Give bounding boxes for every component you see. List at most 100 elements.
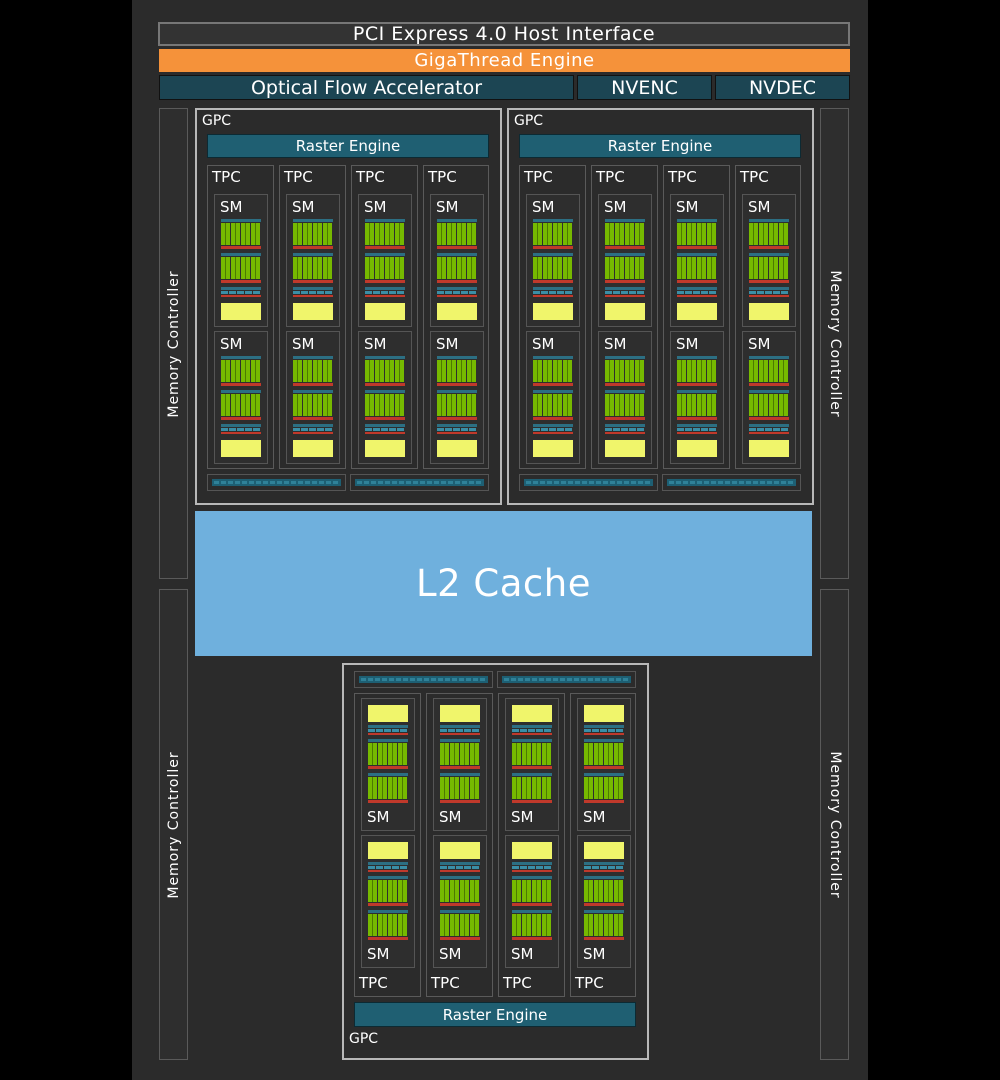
register-file [749,417,789,420]
sm-internals [440,842,480,940]
host-interface-label: PCI Express 4.0 Host Interface [352,23,656,45]
register-file [437,383,477,386]
sm-internals [221,219,261,320]
sm-unit: SM [670,331,724,464]
warp-scheduler [677,253,717,256]
warp-scheduler [533,390,573,393]
memory-controller-right-top: Memory Controller [820,108,849,579]
sm-label: SM [583,808,606,826]
memory-controller-label: Memory Controller [826,750,843,899]
gpc-label: GPC [349,1031,379,1047]
warp-scheduler [365,390,405,393]
sm-label: SM [676,335,699,353]
sm-internals [365,356,405,457]
tpc: TPC SM SM [591,165,658,469]
sm-label: SM [583,945,606,963]
l1-cache-block [677,440,717,457]
warp-scheduler [437,390,477,393]
sm-unit: SM [214,194,268,327]
l1-cache-block [584,705,624,722]
warp-scheduler [437,253,477,256]
sm-unit: SM [433,698,487,831]
register-file [512,903,552,906]
l1-cache-block [368,705,408,722]
sm-label: SM [367,808,390,826]
tpc-label: TPC [431,974,460,992]
sm-unit: SM [430,331,484,464]
sm-label: SM [364,335,387,353]
warp-scheduler [584,773,624,776]
register-file [293,280,333,283]
polymorph-engine-strip [519,474,658,491]
register-file [365,246,405,249]
warp-scheduler [512,773,552,776]
sm-unit: SM [505,698,559,831]
register-file [365,417,405,420]
register-file [605,280,645,283]
sm-unit: SM [286,331,340,464]
warp-scheduler [365,253,405,256]
tpc: TPC SM SM [519,165,586,469]
polymorph-engine-strip [350,474,489,491]
l1-cache-block [677,303,717,320]
register-file [437,417,477,420]
l1-cache-block [221,303,261,320]
tpc: SM SM TPC [570,693,636,997]
warp-scheduler [584,910,624,913]
tpc-label: TPC [596,168,625,186]
sm-internals [533,219,573,320]
raster-engine: Raster Engine [354,1002,636,1027]
register-file [749,246,789,249]
l1-cache-block [584,842,624,859]
sm-unit: SM [505,835,559,968]
nvenc-block: NVENC [577,75,712,100]
sm-label: SM [676,198,699,216]
sm-internals [584,705,624,803]
sm-internals [512,842,552,940]
register-file [677,280,717,283]
register-file [533,383,573,386]
sm-label: SM [436,335,459,353]
warp-scheduler [440,876,480,879]
gpc-top-left: GPC Raster Engine TPC SM SM TPC SM SM TP… [195,108,502,505]
sm-label: SM [748,335,771,353]
register-file [293,246,333,249]
sm-internals [293,219,333,320]
sm-unit: SM [214,331,268,464]
polymorph-engine-strip [497,671,636,688]
sm-internals [749,356,789,457]
l1-cache-block [221,440,261,457]
register-file [584,766,624,769]
optical-flow-label: Optical Flow Accelerator [250,76,483,99]
warp-scheduler [605,219,645,222]
register-file [749,383,789,386]
tpc-label: TPC [359,974,388,992]
memory-controller-right-bottom: Memory Controller [820,589,849,1060]
tpc-label: TPC [356,168,385,186]
warp-scheduler [512,739,552,742]
gpc-label: GPC [514,113,544,129]
l1-cache-block [440,705,480,722]
sm-internals [368,705,408,803]
sm-internals [368,842,408,940]
sm-unit: SM [598,331,652,464]
register-file [677,417,717,420]
warp-scheduler [605,390,645,393]
warp-scheduler [584,739,624,742]
polymorph-engine-strip [207,474,346,491]
sm-internals [365,219,405,320]
warp-scheduler [749,253,789,256]
warp-scheduler [293,253,333,256]
warp-scheduler [677,390,717,393]
l1-cache-block [365,440,405,457]
warp-scheduler [221,253,261,256]
sm-unit: SM [430,194,484,327]
sm-internals [605,356,645,457]
memory-controller-left-top: Memory Controller [159,108,188,579]
l1-cache-block [533,303,573,320]
tpc: TPC SM SM [735,165,801,469]
raster-engine-label: Raster Engine [607,137,713,155]
register-file [437,246,477,249]
tpc-label: TPC [212,168,241,186]
warp-scheduler [677,219,717,222]
